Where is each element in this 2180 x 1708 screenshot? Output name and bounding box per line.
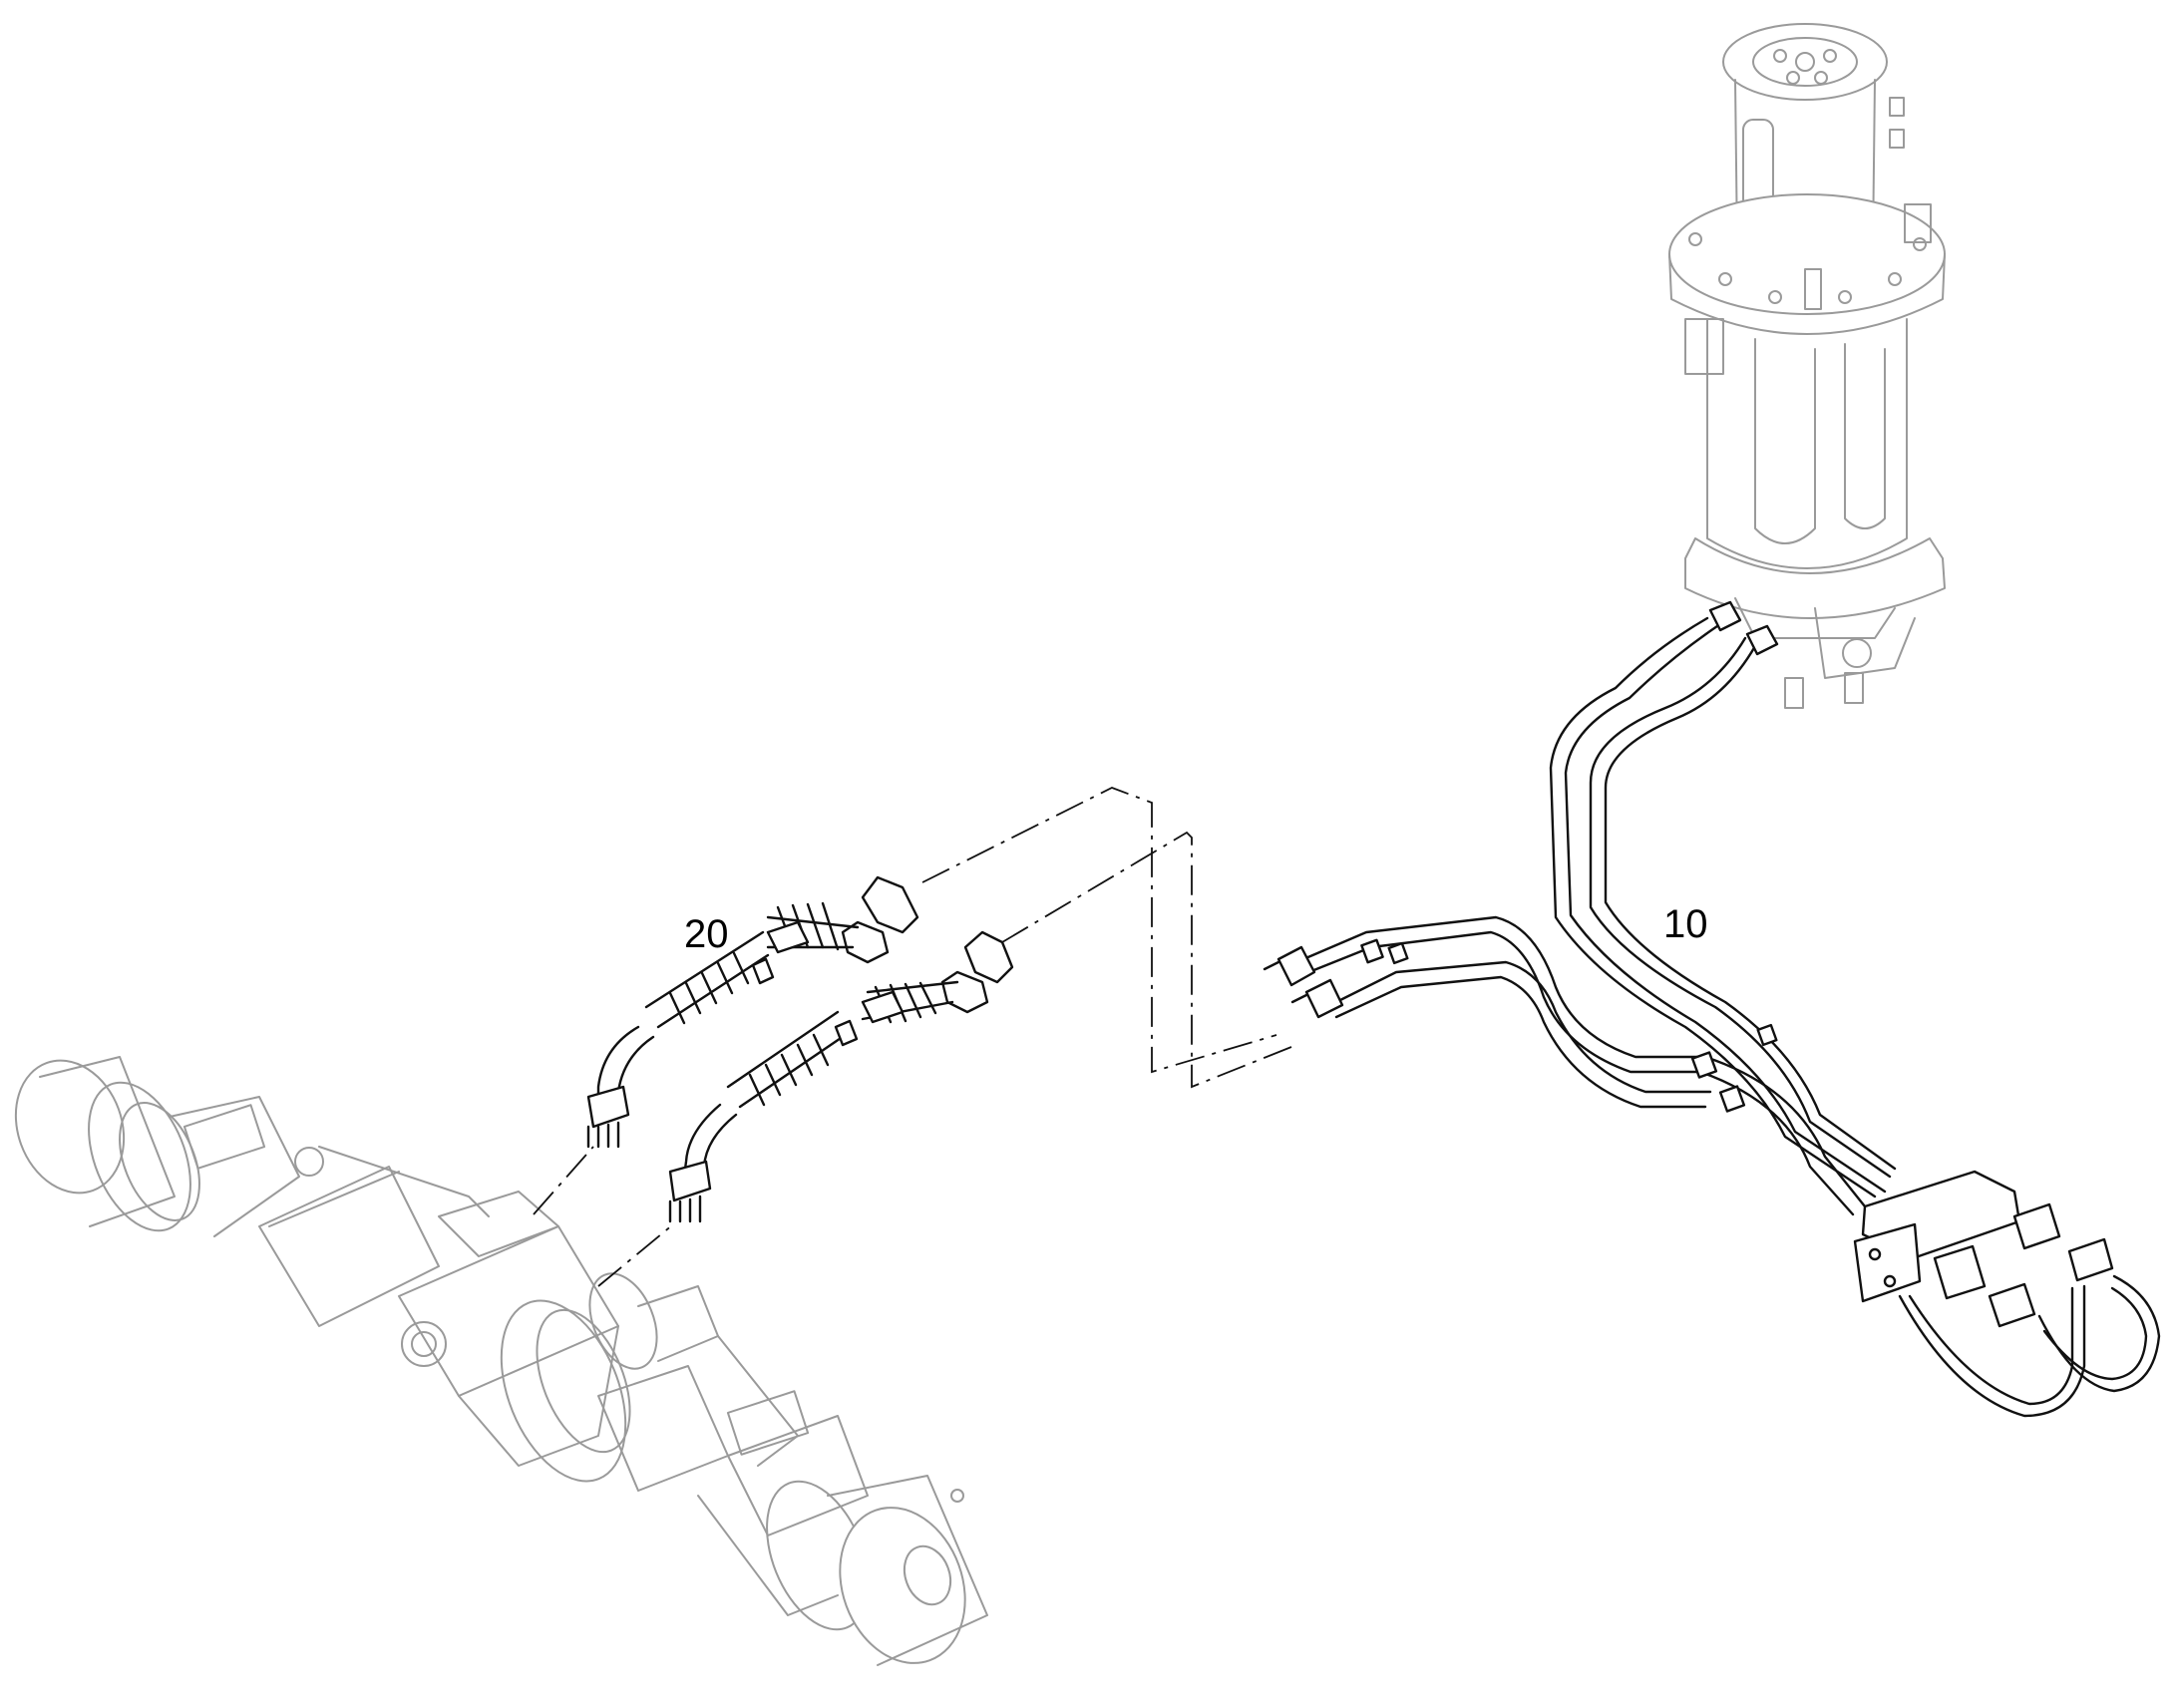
assembly-centerlines xyxy=(533,787,1292,1287)
item-20-hose-assembly xyxy=(586,875,1014,1223)
rotary-coupling-context xyxy=(1668,23,1946,709)
callout-label-10: 10 xyxy=(1663,902,1708,946)
callout-label-20: 20 xyxy=(684,912,729,956)
drive-axle-context xyxy=(14,1056,988,1666)
item-10-tube-assembly xyxy=(1263,600,2161,1418)
